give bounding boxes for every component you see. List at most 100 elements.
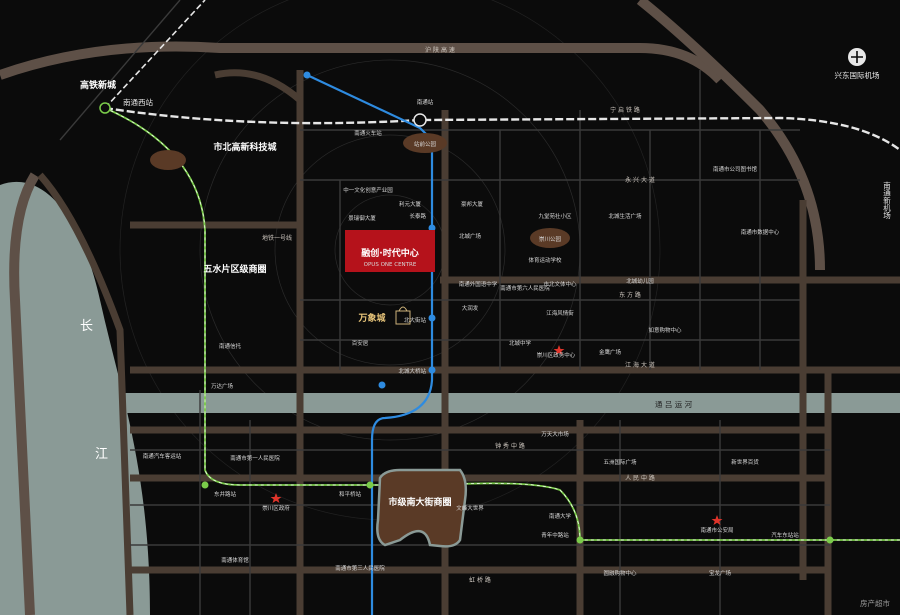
road-dongfang: 东 方 路 (619, 291, 641, 299)
poi-label: 北城中学 (509, 339, 532, 347)
yangtze-river (0, 181, 150, 615)
district-high-speed-rail: 高铁新城 (80, 79, 116, 91)
poi-label: 北城生活广场 (608, 212, 642, 220)
poi-label: 北城幼儿园 (626, 277, 654, 285)
railway (104, 106, 900, 151)
ring-expressway-w (9, 172, 40, 615)
metro-beicheng-bridge: 北城大桥站 (398, 367, 426, 375)
poi-label: 利元大厦 (399, 200, 422, 208)
mall-name: 万象城 (357, 312, 385, 324)
poi-label: 北城广场 (459, 232, 482, 240)
poi-label: 崇川公园 (539, 236, 562, 243)
metro-station-dot[interactable] (826, 536, 834, 544)
poi-label: 万天大市场 (541, 430, 569, 438)
district-nandajie: 市级南大街商圈 (388, 496, 451, 508)
metro-line-1 (306, 74, 434, 615)
parks (150, 133, 570, 248)
poi-label: 南通市数据中心 (741, 228, 780, 236)
poi-label: 体育运动学校 (528, 256, 562, 264)
nantong-west-station-marker[interactable] (99, 102, 111, 114)
shopping-bag-icon (395, 306, 411, 325)
metro-line-2-dash (104, 107, 900, 541)
metro-station-dot[interactable] (576, 536, 584, 544)
main-roads (37, 69, 900, 615)
poi-label: 圆融购物中心 (603, 569, 637, 577)
project-name-en: OPUS ONE CENTRE (364, 262, 417, 268)
road-hongqiao: 虹 桥 路 (469, 576, 491, 584)
metro-station-dot[interactable] (201, 481, 209, 489)
metro-qichedong: 汽车东站站 (771, 531, 799, 539)
poi-label: 崇川区政务中心 (537, 351, 576, 359)
new-airport-label: 南通新机场 (882, 180, 891, 220)
poi-label: 南通外国语中学 (459, 280, 498, 288)
poi-label: 景瑞御大厦 (348, 214, 376, 222)
river-label-chang: 长 (80, 319, 93, 334)
poi-label: 南通体育馆 (221, 556, 249, 564)
tonglv-canal (118, 393, 900, 413)
poi-label: 南通信托 (219, 342, 242, 350)
labels: 融创·时代中心 OPUS ONE CENTRE 万象城 高铁新城 市北高新科技城… (80, 46, 892, 608)
top-expressway (0, 41, 724, 84)
poi-label: 站前公园 (414, 140, 437, 148)
metro-station-dot[interactable] (428, 314, 436, 322)
metro-beidajie: 北大街站 (404, 316, 427, 324)
metro-station-dot[interactable] (378, 381, 386, 389)
road-railway: 宁 启 铁 路 (610, 106, 640, 114)
poi-label: 万达广场 (211, 382, 234, 390)
government-star-icon (270, 345, 723, 525)
poi-label: 南通大学 (549, 512, 572, 520)
river-label-jiang: 江 (95, 447, 108, 462)
poi-label: 南通市公司图书馆 (713, 165, 758, 173)
station-nantong-west: 南通西站 (123, 97, 153, 107)
road-metro1: 地铁一号线 (262, 234, 292, 242)
metro-stations (99, 71, 834, 544)
metro-hepingqiao: 和平桥站 (339, 490, 362, 498)
district-wushui: 五水片区级商圈 (203, 263, 266, 275)
airport-label: 兴东国际机场 (835, 70, 880, 80)
poi-label: 南通市第一人民医院 (230, 454, 280, 462)
district-shibei: 市北高新科技城 (213, 141, 276, 153)
metro-qingnian: 青年中路站 (541, 531, 569, 539)
poi-label: 南通市第三人民医院 (335, 564, 385, 572)
poi-label: 新世界百货 (731, 458, 759, 466)
watermark: 房产超市 (860, 598, 890, 608)
poi-label: 大润发 (462, 304, 479, 312)
poi-label: 金鹰广场 (599, 348, 622, 356)
poi-label: 如意购物中心 (648, 326, 682, 334)
poi-label: 南通市第六人民医院 (500, 284, 550, 292)
airport-icon (848, 48, 866, 66)
poi-label: 豪邦大厦 (461, 200, 484, 208)
metro-dongjing: 东井路站 (214, 490, 237, 498)
poi-label: 南通汽车客运站 (143, 452, 182, 460)
poi-label: 中一文化创意产业园 (343, 186, 393, 194)
project-block[interactable] (345, 230, 435, 272)
metro-changtai: 长泰路 (409, 212, 426, 220)
poi-label: 市北文体中心 (543, 280, 577, 288)
metro-station-dot[interactable] (366, 481, 374, 489)
poi-label: 宝龙广场 (709, 569, 732, 577)
poi-label: 南通市公安局 (700, 526, 733, 534)
road-yongxing: 永 兴 大 道 (625, 176, 655, 184)
poi-label: 江海风情街 (546, 309, 574, 317)
minor-roads (59, 0, 830, 615)
poi-label: 文峰大世界 (456, 504, 484, 512)
poi-label: 南通火车站 (354, 129, 382, 137)
road-renmin: 人 民 中 路 (625, 474, 655, 482)
poi-label: 崇川区政府 (262, 504, 290, 512)
nandajie-island (376, 468, 468, 548)
road-zhongxiu: 钟 秀 中 路 (495, 442, 525, 450)
metro-station-dot[interactable] (428, 224, 436, 232)
poi-label: 九堂苑社小区 (538, 212, 572, 220)
road-expressway: 沪 陕 高 速 (425, 46, 455, 54)
metro-station-dot[interactable] (428, 366, 436, 374)
ring-expressway-ne (636, 0, 825, 271)
poi-label: 五洲国际广场 (603, 458, 637, 466)
project-name: 融创·时代中心 (361, 247, 418, 259)
canal-label: 通 吕 运 河 (655, 399, 693, 409)
road-jianghai: 江 海 大 道 (625, 361, 655, 369)
nantong-station-marker[interactable] (413, 113, 427, 127)
poi-label: 百安居 (352, 339, 369, 347)
metro-station-dot[interactable] (303, 71, 311, 79)
railway-north (104, 0, 206, 109)
